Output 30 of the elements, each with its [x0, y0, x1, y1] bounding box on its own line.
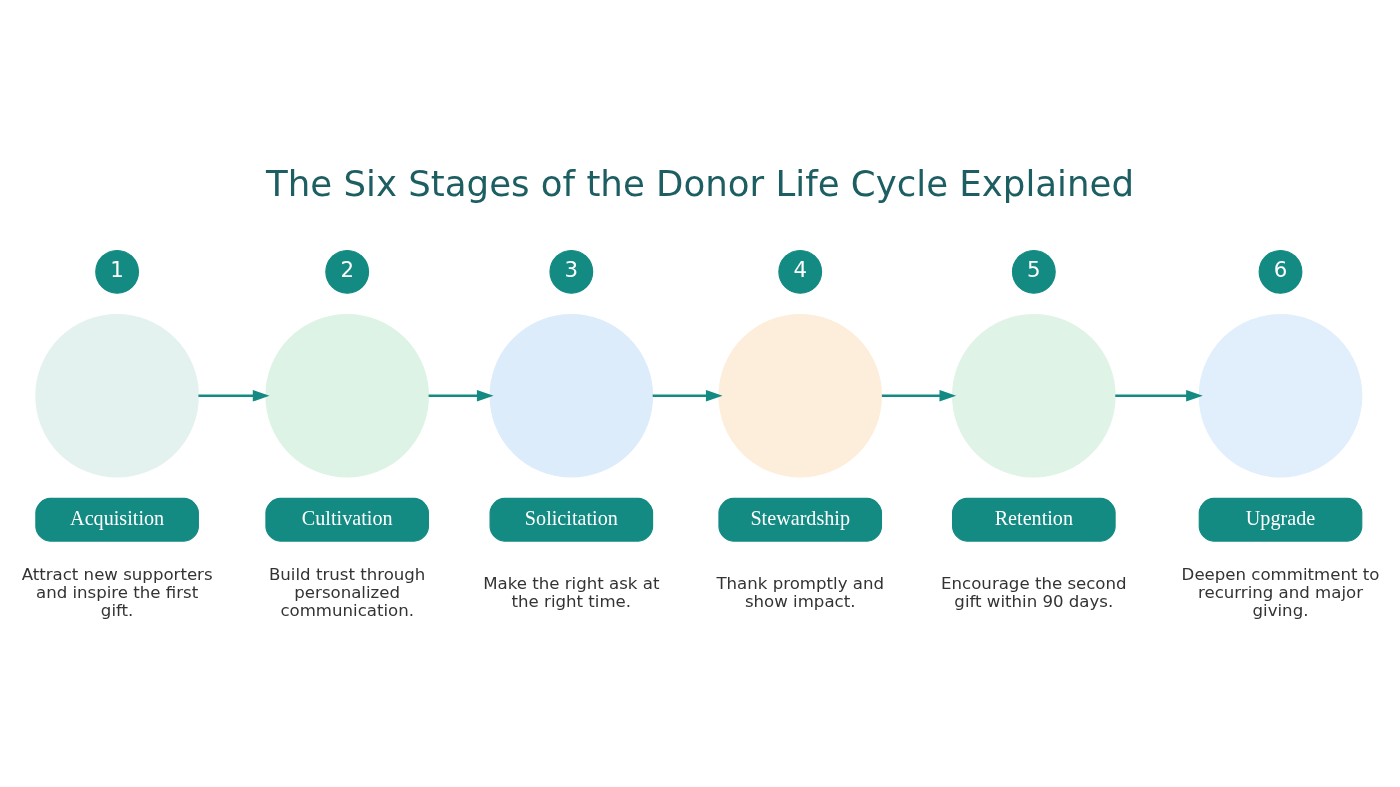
node-label: Thank promptly and show impact.: [716, 573, 884, 611]
node-label: Deepen commitment to recurring and major giving.: [1181, 564, 1380, 620]
node-circle: [265, 313, 429, 478]
node-circle: 2: [325, 249, 370, 294]
arrow: [1115, 389, 1203, 402]
node-box: Cultivation: [265, 497, 429, 542]
node-box: Stewardship: [718, 497, 883, 542]
node-circle: 1: [95, 249, 140, 294]
node-circle: 3: [549, 249, 594, 294]
node-box: Solicitation: [489, 497, 654, 542]
node-box: Acquisition: [35, 497, 199, 542]
arrow: [652, 389, 723, 402]
node-circle: [718, 313, 883, 478]
node-label: Build trust through personalized communication.: [268, 564, 426, 620]
node-circle: [1198, 313, 1363, 478]
node-label: Attract new supporters and inspire the first gift.: [21, 564, 213, 620]
node-circle: [35, 313, 199, 478]
arrow: [881, 389, 957, 402]
node-circle: [489, 313, 654, 478]
node-box: Retention: [952, 497, 1116, 542]
arrow: [198, 389, 270, 402]
node-label: Encourage the second gift within 90 days.: [941, 573, 1127, 611]
arrow: [428, 389, 494, 402]
node-label: Make the right ask at the right time.: [483, 573, 660, 611]
node-box: Upgrade: [1198, 497, 1363, 542]
node-circle: 5: [1011, 249, 1056, 294]
node-circle: 4: [778, 249, 823, 294]
node-circle: [952, 313, 1116, 478]
node-circle: 6: [1258, 249, 1303, 294]
diagram-title: The Six Stages of the Donor Life Cycle Explained: [266, 162, 1134, 204]
